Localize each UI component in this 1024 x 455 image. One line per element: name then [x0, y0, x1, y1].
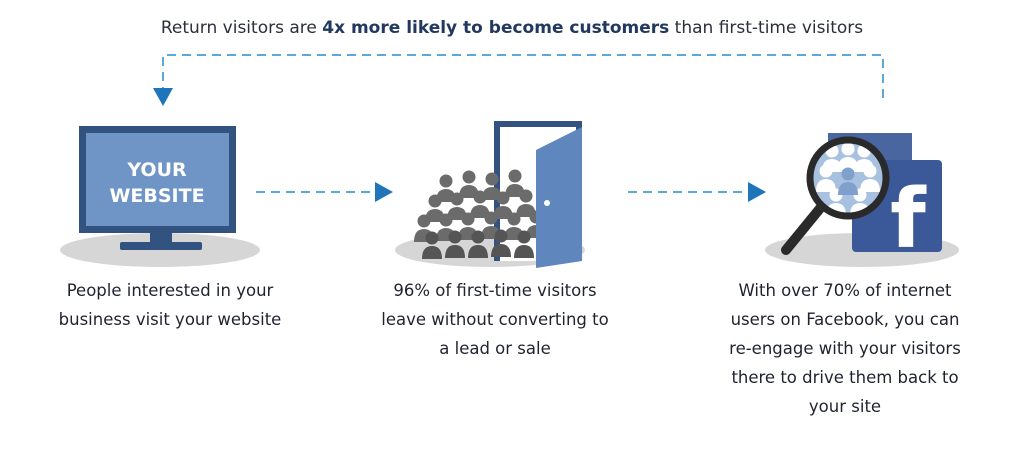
caption-line: there to drive them back to — [731, 368, 959, 387]
facebook-letter: f — [890, 172, 927, 267]
monitor-base — [120, 242, 202, 250]
door-icon — [536, 127, 582, 268]
flow-arrow-1-head — [375, 182, 393, 202]
return-loop-line — [162, 54, 884, 98]
caption-line: leave without converting to — [381, 310, 609, 329]
door-knob — [544, 200, 550, 206]
caption-line: a lead or sale — [439, 339, 551, 358]
return-loop-arrowhead — [153, 88, 173, 106]
caption-line: your site — [808, 397, 882, 416]
magnifier-icon — [781, 136, 890, 255]
magnifier-rim — [806, 136, 890, 220]
flow-arrow-2-head — [748, 182, 766, 202]
facebook-magnifier-icon: f — [765, 133, 959, 267]
caption-line: users on Facebook, you can — [730, 310, 960, 329]
screen-line-1: YOUR — [126, 159, 187, 181]
magnifier-handle — [781, 201, 827, 255]
caption-line: People interested in your — [66, 281, 274, 300]
monitor-icon: YOUR WEBSITE — [60, 126, 260, 267]
monitor-stand — [150, 232, 172, 244]
caption-line: 96% of first-time visitors — [393, 281, 597, 300]
screen-line-2: WEBSITE — [109, 185, 204, 207]
step-1-caption: People interested in your business visit… — [40, 276, 300, 334]
headline: Return visitors are 4x more likely to be… — [0, 18, 1024, 38]
headline-prefix: Return visitors are — [160, 18, 317, 38]
caption-line: With over 70% of internet — [738, 281, 952, 300]
caption-line: business visit your website — [58, 310, 282, 329]
monitor-screen — [86, 133, 229, 226]
headline-emphasis: 4x more likely to become customers — [322, 18, 670, 38]
caption-line: re-engage with your visitors — [729, 339, 961, 358]
headline-suffix: than first-time visitors — [674, 18, 864, 38]
step-2-caption: 96% of first-time visitors leave without… — [360, 276, 630, 363]
step-3-caption: With over 70% of internet users on Faceb… — [695, 276, 995, 421]
crowd-door-icon — [395, 121, 585, 268]
